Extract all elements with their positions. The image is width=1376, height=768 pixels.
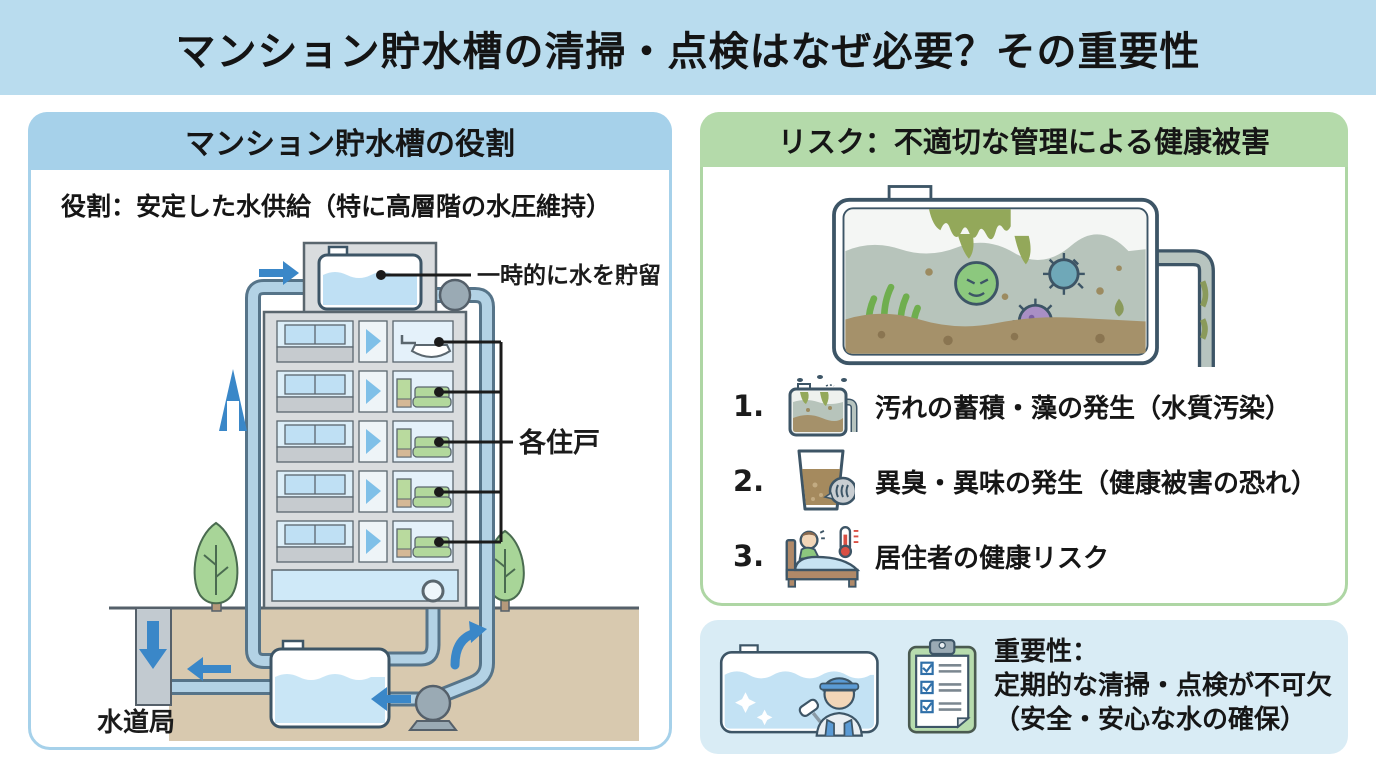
units-callout-lines bbox=[439, 340, 513, 544]
sparkle-icon bbox=[735, 692, 756, 714]
checkbox-icon bbox=[919, 680, 961, 695]
left-arrow-icon bbox=[371, 687, 411, 711]
building-diagram: 水道局 bbox=[97, 241, 661, 741]
floor-unit bbox=[277, 471, 453, 512]
risk-item-number: 3. bbox=[733, 539, 765, 573]
floor-unit bbox=[277, 371, 453, 412]
drip-icon bbox=[1114, 298, 1124, 317]
sick-resident-icon bbox=[785, 526, 861, 588]
water-bureau-label: 水道局 bbox=[97, 707, 175, 738]
risk-panel-header: リスク：不適切な管理による健康被害 bbox=[700, 112, 1348, 167]
checkbox-icon bbox=[919, 699, 961, 714]
importance-panel: 重要性： 定期的な清掃・点検が不可欠 （安全・安心な水の確保） bbox=[700, 620, 1348, 754]
risk-item-text: 異臭・異味の発生（健康被害の恐れ） bbox=[875, 468, 1318, 499]
worker-icon bbox=[798, 677, 863, 737]
underground-tank bbox=[269, 639, 391, 729]
pump-icon bbox=[438, 278, 472, 312]
importance-line2: 定期的な清掃・点検が不可欠 bbox=[993, 671, 1332, 702]
title-banner: マンション貯水槽の清掃・点検はなぜ必要？その重要性 bbox=[0, 0, 1376, 95]
underground-soil bbox=[169, 608, 639, 741]
contaminated-glass-icon bbox=[797, 449, 855, 511]
risk-panel-title: リスク：不適切な管理による健康被害 bbox=[777, 124, 1271, 159]
water-pipes bbox=[161, 279, 495, 707]
curved-up-arrowhead bbox=[469, 621, 487, 643]
sparkle-icon bbox=[756, 709, 773, 726]
checklist-clipboard-icon bbox=[907, 639, 977, 734]
valve-icon bbox=[421, 579, 445, 603]
thermometer-icon bbox=[838, 526, 859, 559]
risk-item-number: 2. bbox=[733, 464, 765, 498]
risk-item-number: 1. bbox=[733, 389, 765, 423]
dirty-tank-icon bbox=[788, 375, 858, 437]
water-bureau-shaft bbox=[135, 607, 172, 706]
risk-item-text: 汚れの蓄積・藻の発生（水質汚染） bbox=[875, 393, 1292, 424]
importance-line1: 重要性： bbox=[993, 637, 1098, 668]
down-arrow-icon bbox=[139, 621, 167, 669]
microbe-icon bbox=[954, 261, 999, 306]
checkbox-icon bbox=[919, 661, 961, 676]
risk-item-text: 居住者の健康リスク bbox=[875, 543, 1110, 574]
dwelling-units-label: 各住戸 bbox=[518, 427, 600, 459]
risk-panel: リスク：不適切な管理による健康被害 bbox=[700, 112, 1348, 606]
dirty-tank-illustration bbox=[832, 185, 1215, 367]
page-title: マンション貯水槽の清掃・点検はなぜ必要？その重要性 bbox=[175, 28, 1201, 75]
floor-unit bbox=[277, 421, 453, 462]
flies-icon bbox=[797, 375, 847, 387]
microbe-icon bbox=[1043, 253, 1085, 295]
risk-item: 3. bbox=[733, 523, 1318, 589]
role-subtitle: 役割：安定した水供給（特に高層階の水圧維持） bbox=[61, 192, 612, 221]
role-panel-title: マンション貯水槽の役割 bbox=[185, 127, 515, 162]
rooftop-tank-label: 一時的に水を貯留 bbox=[477, 262, 661, 289]
pump-icon bbox=[407, 684, 459, 731]
importance-line3: （安全・安心な水の確保） bbox=[993, 704, 1306, 735]
floor-unit bbox=[277, 521, 453, 562]
floor-unit bbox=[277, 321, 453, 362]
clean-tank-worker-icon bbox=[719, 644, 879, 737]
importance-text: 重要性： 定期的な清掃・点検が不可欠 （安全・安心な水の確保） bbox=[994, 636, 1332, 737]
up-arrow-icon bbox=[219, 369, 247, 431]
left-arrow-icon bbox=[187, 657, 231, 681]
role-panel: マンション貯水槽の役割 役割：安定した水供給（特に高層階の水圧維持） bbox=[28, 112, 672, 750]
rooftop-tank bbox=[317, 245, 423, 311]
right-arrow-icon bbox=[259, 261, 299, 285]
risk-item: 2. 異臭・異味の発生（健康被害の恐れ） bbox=[733, 448, 1318, 514]
role-panel-header: マンション貯水槽の役割 bbox=[28, 112, 672, 170]
risk-list: 1. bbox=[733, 373, 1318, 589]
tree-icon bbox=[193, 521, 239, 612]
risk-item: 1. bbox=[733, 373, 1318, 439]
